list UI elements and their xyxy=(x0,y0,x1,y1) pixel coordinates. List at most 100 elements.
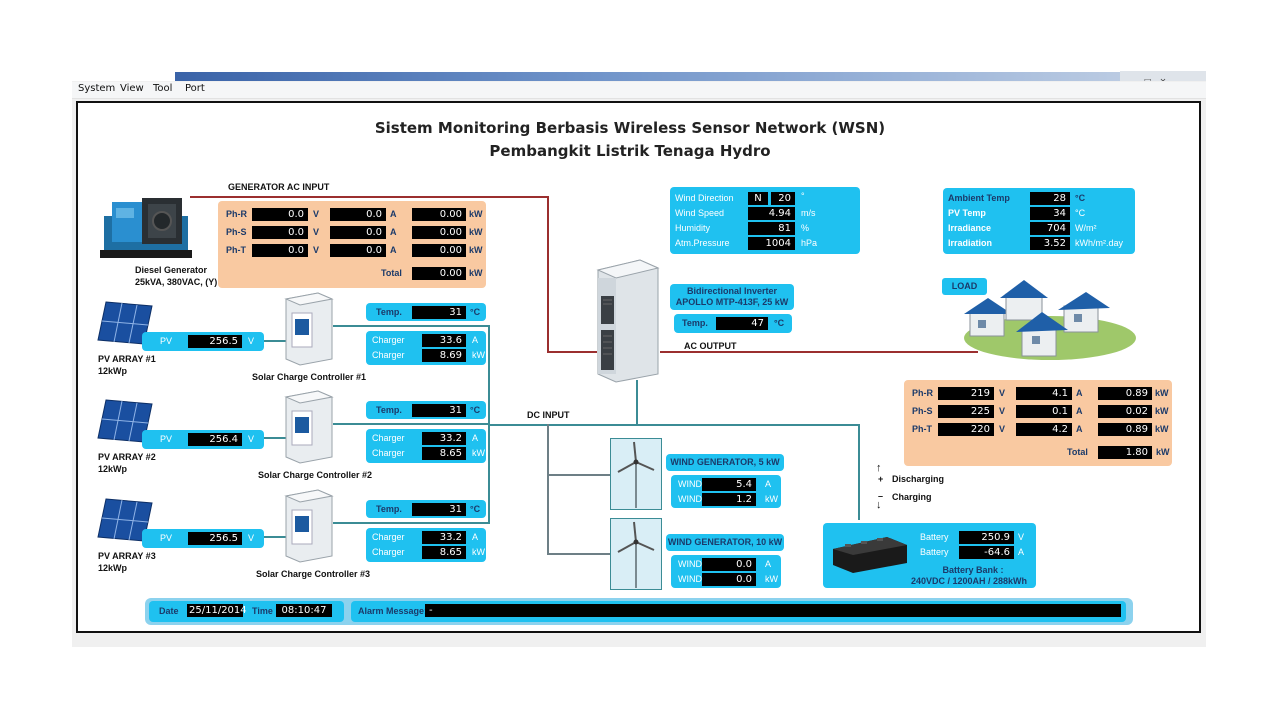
irradiation-label: Irradiation xyxy=(948,238,993,248)
wind-power-value: 0.0 xyxy=(702,573,756,586)
battery-line-vertical xyxy=(858,424,860,520)
load-voltage-unit: V xyxy=(999,406,1006,416)
controller-temp-box: Temp.31°C xyxy=(366,303,486,321)
load-power-unit: kW xyxy=(1155,406,1169,416)
generator-power-value: 0.00 xyxy=(412,208,466,221)
load-power-unit: kW xyxy=(1155,424,1169,434)
pv-label: PV xyxy=(160,336,173,346)
battery-voltage-value: 250.9 xyxy=(959,531,1014,544)
generator-spec: 25kVA, 380VAC, (Y) 3Phase, 4 Wires xyxy=(135,277,289,287)
generator-voltage-value: 0.0 xyxy=(252,208,308,221)
wind-current-value: 5.4 xyxy=(702,478,756,491)
wind-turbine-icon xyxy=(610,438,662,510)
pressure-value: 1004 xyxy=(748,237,795,250)
charger-power-value: 8.69 xyxy=(422,349,466,362)
pv-array-capacity: 12kWp xyxy=(98,366,128,376)
pv-temp-unit: °C xyxy=(1075,208,1086,218)
window-titlebar xyxy=(175,72,1206,81)
generator-phase-label: Ph-T xyxy=(226,245,246,255)
irradiance-label: Irradiance xyxy=(948,223,992,233)
solar-panel-icon xyxy=(97,301,153,345)
scc2-out-line xyxy=(333,423,489,425)
controller-temp-label: Temp. xyxy=(376,307,402,317)
irradiance-value: 704 xyxy=(1030,222,1070,235)
load-current-value: 4.1 xyxy=(1016,387,1072,400)
generator-name: Diesel Generator xyxy=(135,265,208,275)
controller-temp-label: Temp. xyxy=(376,504,402,514)
battery-bank-icon xyxy=(833,537,907,573)
generator-power-unit: kW xyxy=(469,209,483,219)
controller-temp-unit: °C xyxy=(470,405,481,415)
menu-tool[interactable]: Tool xyxy=(153,83,173,94)
pv-voltage-value: 256.4 xyxy=(188,433,242,446)
load-power-value: 0.02 xyxy=(1098,405,1152,418)
generator-ac-line-vertical xyxy=(547,196,549,353)
charger-current-label: Charger xyxy=(372,532,405,542)
load-current-unit: A xyxy=(1076,424,1083,434)
inverter-temp-box: Temp. 47 °C xyxy=(674,314,792,333)
pv-voltage-value: 256.5 xyxy=(188,532,242,545)
menu-system[interactable]: System xyxy=(78,83,116,94)
charge-controller-name: Solar Charge Controller #3 xyxy=(256,569,371,579)
window-controls[interactable]: —□✕ xyxy=(1120,71,1206,86)
load-total-value: 1.80 xyxy=(1098,446,1152,459)
battery-current-unit: A xyxy=(1018,547,1025,557)
load-voltage-value: 219 xyxy=(938,387,994,400)
wind-current-value: 0.0 xyxy=(702,558,756,571)
generator-current-unit: A xyxy=(390,227,397,237)
charger-power-label: Charger xyxy=(372,448,405,458)
wind-speed-label: Wind Speed xyxy=(675,208,725,218)
wind-generator-title-box: WIND GENERATOR, 5 kW xyxy=(666,454,784,471)
controller-temp-value: 31 xyxy=(412,404,466,417)
wind-power-value: 1.2 xyxy=(702,493,756,506)
wind-speed-value: 4.94 xyxy=(748,207,795,220)
controller-temp-box: Temp.31°C xyxy=(366,500,486,518)
charge-controller-icon xyxy=(284,390,334,464)
pressure-label: Atm.Pressure xyxy=(675,238,730,248)
time-label: Time xyxy=(252,606,273,616)
charger-power-value: 8.65 xyxy=(422,546,466,559)
alarm-label: Alarm Message: xyxy=(358,606,428,616)
menu-port[interactable]: Port xyxy=(185,83,205,94)
battery-panel: Battery 250.9 V Battery -64.6 A Battery … xyxy=(823,523,1036,588)
generator-total-label: Total xyxy=(381,268,402,278)
generator-total-value: 0.00 xyxy=(412,267,466,280)
minus-sign: – xyxy=(878,491,884,501)
load-current-unit: A xyxy=(1076,406,1083,416)
generator-to-inverter-line xyxy=(547,351,597,353)
controller-temp-unit: °C xyxy=(470,504,481,514)
load-label: LOAD xyxy=(942,278,987,295)
charger-power-label: Charger xyxy=(372,547,405,557)
weather-panel: Wind Direction N 20 ° Wind Speed 4.94 m/… xyxy=(670,187,860,254)
ac-output-line xyxy=(660,351,978,353)
load-voltage-unit: V xyxy=(999,424,1006,434)
battery-line xyxy=(636,424,860,426)
pv-voltage-unit: V xyxy=(248,434,255,444)
charger-current-value: 33.6 xyxy=(422,334,466,347)
generator-voltage-value: 0.0 xyxy=(252,226,308,239)
wind-current-label: WIND xyxy=(678,479,702,489)
generator-voltage-value: 0.0 xyxy=(252,244,308,257)
generator-ac-line xyxy=(190,196,548,198)
generator-current-unit: A xyxy=(390,245,397,255)
charger-power-unit: kW xyxy=(472,448,485,458)
battery-bank-spec: 240VDC / 1200AH / 288kWh xyxy=(910,576,1028,586)
wind-power-label: WIND xyxy=(678,574,702,584)
menu-view[interactable]: View xyxy=(120,83,144,94)
plus-sign: + xyxy=(878,474,884,484)
battery-bank-label: Battery Bank : xyxy=(942,565,1004,575)
inverter-temp-unit: °C xyxy=(774,318,785,328)
wind-power-label: WIND xyxy=(678,494,702,504)
battery-voltage-unit: V xyxy=(1018,532,1025,542)
pv-array-name: PV ARRAY #3 xyxy=(98,551,156,561)
degree-unit: ° xyxy=(801,191,805,201)
load-power-unit: kW xyxy=(1155,388,1169,398)
alarm-message: - xyxy=(425,604,1121,617)
charger-current-label: Charger xyxy=(372,335,405,345)
load-voltage-value: 220 xyxy=(938,423,994,436)
page-title: Sistem Monitoring Berbasis Wireless Sens… xyxy=(260,119,1000,160)
load-current-value: 4.2 xyxy=(1016,423,1072,436)
